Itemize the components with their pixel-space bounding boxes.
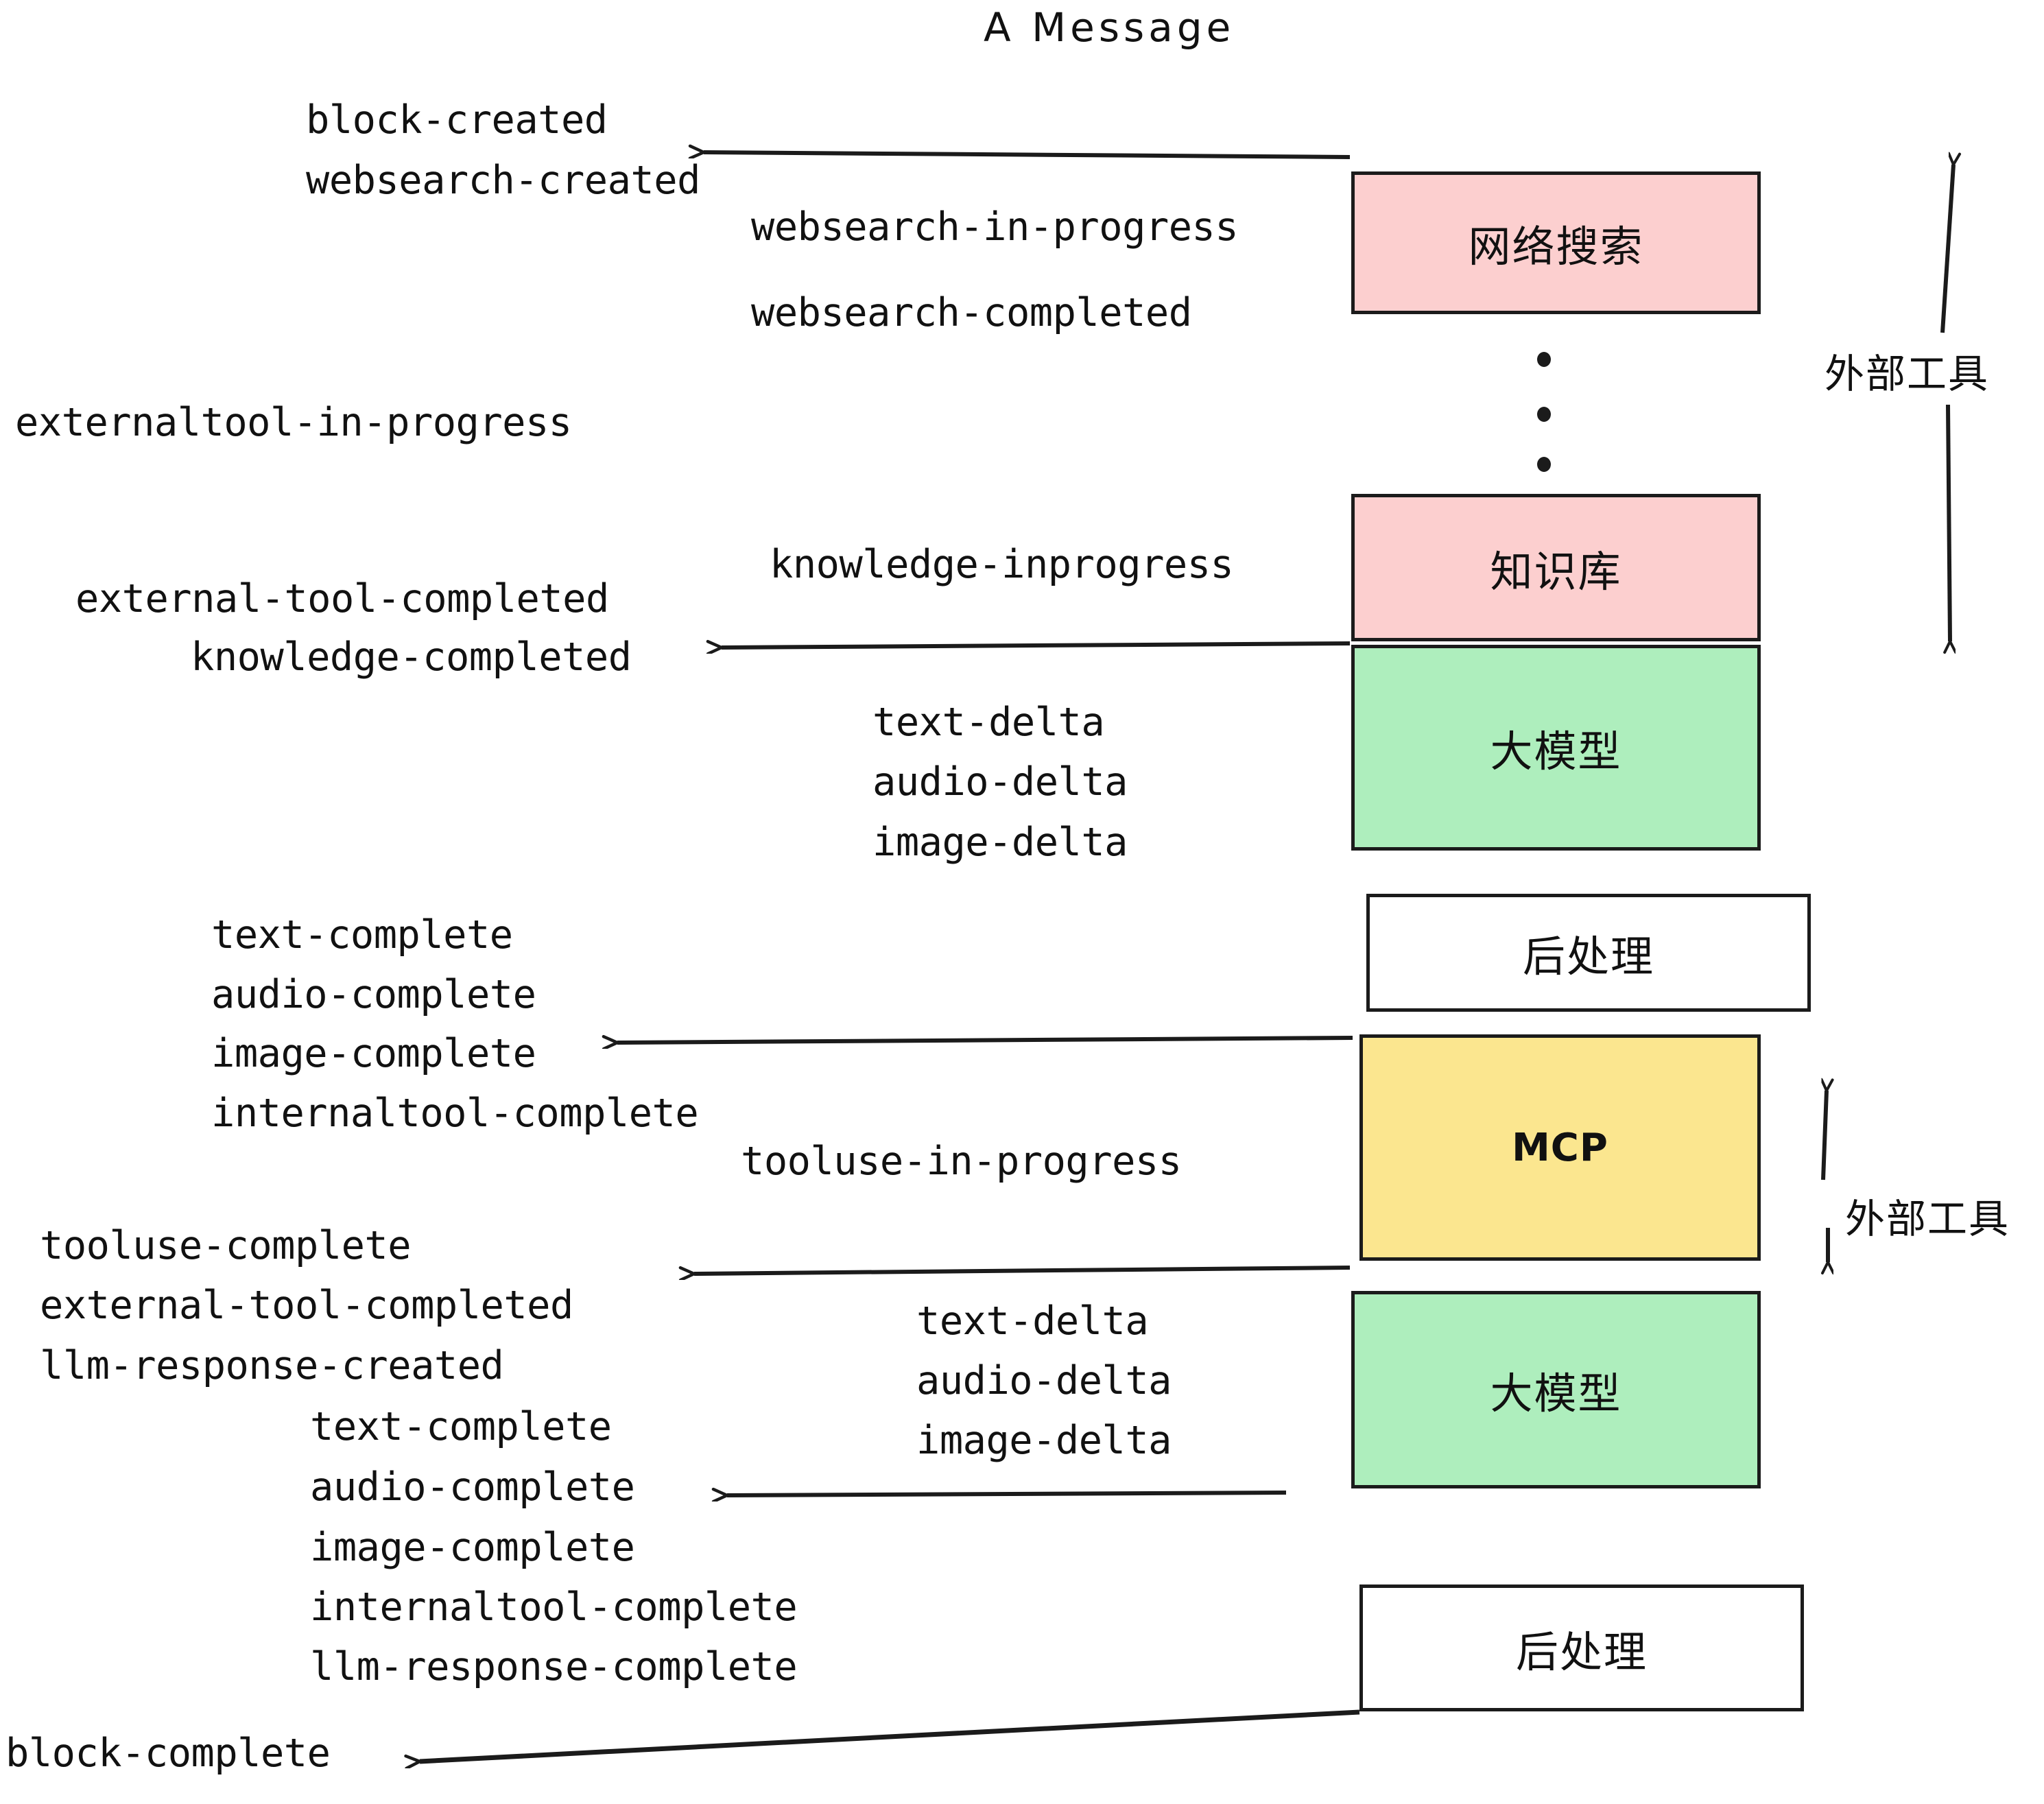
event-internaltool-complete-1: internaltool-complete	[211, 1091, 699, 1136]
event-external-tool-completed-2: external-tool-completed	[40, 1283, 573, 1328]
node-postprocessing-2[interactable]: 后处理	[1359, 1585, 1804, 1711]
event-text-complete-1: text-complete	[211, 912, 513, 958]
node-websearch[interactable]: 网络搜索	[1351, 171, 1761, 314]
event-image-complete-2: image-complete	[310, 1525, 635, 1570]
event-audio-complete-1: audio-complete	[211, 972, 536, 1017]
event-block-complete: block-complete	[5, 1731, 331, 1776]
event-image-delta-1: image-delta	[872, 820, 1128, 865]
node-knowledge-label: 知识库	[1490, 546, 1622, 597]
diagram-title: A Message	[984, 4, 1235, 51]
event-llm-response-created: llm-response-created	[40, 1343, 504, 1388]
event-audio-delta-2: audio-delta	[916, 1358, 1172, 1403]
node-mcp-label: MCP	[1512, 1125, 1608, 1170]
event-image-complete-1: image-complete	[211, 1031, 536, 1076]
node-mcp[interactable]: MCP	[1359, 1034, 1761, 1261]
event-tooluse-complete: tooluse-complete	[40, 1223, 412, 1268]
node-postprocessing-2-label: 后处理	[1515, 1626, 1648, 1677]
event-image-delta-2: image-delta	[916, 1418, 1172, 1463]
arrow-external-tools-top-up	[1940, 165, 1953, 333]
event-audio-complete-2: audio-complete	[310, 1464, 635, 1510]
event-text-delta-1: text-delta	[872, 700, 1105, 745]
event-tooluse-in-progress: tooluse-in-progress	[741, 1139, 1182, 1184]
event-websearch-created: websearch-created	[306, 158, 700, 203]
event-externaltool-in-progress: externaltool-in-progress	[15, 400, 572, 445]
event-knowledge-inprogress: knowledge-inprogress	[770, 542, 1234, 587]
event-llm-response-complete: llm-response-complete	[310, 1644, 798, 1689]
event-websearch-completed: websearch-completed	[751, 290, 1192, 335]
event-websearch-in-progress: websearch-in-progress	[751, 204, 1239, 250]
arrow-llm1-to-image-complete	[617, 1038, 1353, 1043]
arrow-knowledge-to-knowledge-completed	[722, 643, 1351, 648]
event-text-complete-2: text-complete	[310, 1404, 612, 1449]
event-knowledge-completed: knowledge-completed	[191, 634, 632, 680]
arrow-external-tools-top-down	[1948, 404, 1950, 641]
event-audio-delta-1: audio-delta	[872, 759, 1128, 805]
arrow-external-tools-bottom-up	[1823, 1091, 1827, 1180]
arrow-mcp-to-tooluse-complete	[694, 1266, 1351, 1274]
node-knowledge[interactable]: 知识库	[1351, 494, 1761, 641]
node-postprocessing-1[interactable]: 后处理	[1366, 894, 1811, 1012]
group-label-external-tools-bottom: 外部工具	[1845, 1196, 2010, 1242]
ellipsis-dot-1	[1537, 352, 1551, 367]
ellipsis-dot-2	[1537, 407, 1551, 422]
event-text-delta-2: text-delta	[916, 1298, 1149, 1344]
node-websearch-label: 网络搜索	[1468, 222, 1644, 272]
arrow-postproc2-to-block-complete	[420, 1709, 1360, 1761]
event-internaltool-complete-2: internaltool-complete	[310, 1585, 798, 1630]
node-llm-1-label: 大模型	[1490, 726, 1622, 776]
arrow-websearch-to-block-created	[704, 152, 1351, 159]
node-postprocessing-1-label: 后处理	[1522, 931, 1654, 982]
group-label-external-tools-top: 外部工具	[1825, 351, 1990, 397]
event-block-created: block-created	[306, 97, 608, 143]
node-llm-2-label: 大模型	[1490, 1368, 1622, 1419]
event-external-tool-completed-1: external-tool-completed	[75, 576, 609, 621]
node-llm-1[interactable]: 大模型	[1351, 645, 1761, 851]
ellipsis-dot-3	[1537, 457, 1551, 472]
arrow-llm2-to-audio-complete	[727, 1493, 1287, 1495]
node-llm-2[interactable]: 大模型	[1351, 1291, 1761, 1488]
